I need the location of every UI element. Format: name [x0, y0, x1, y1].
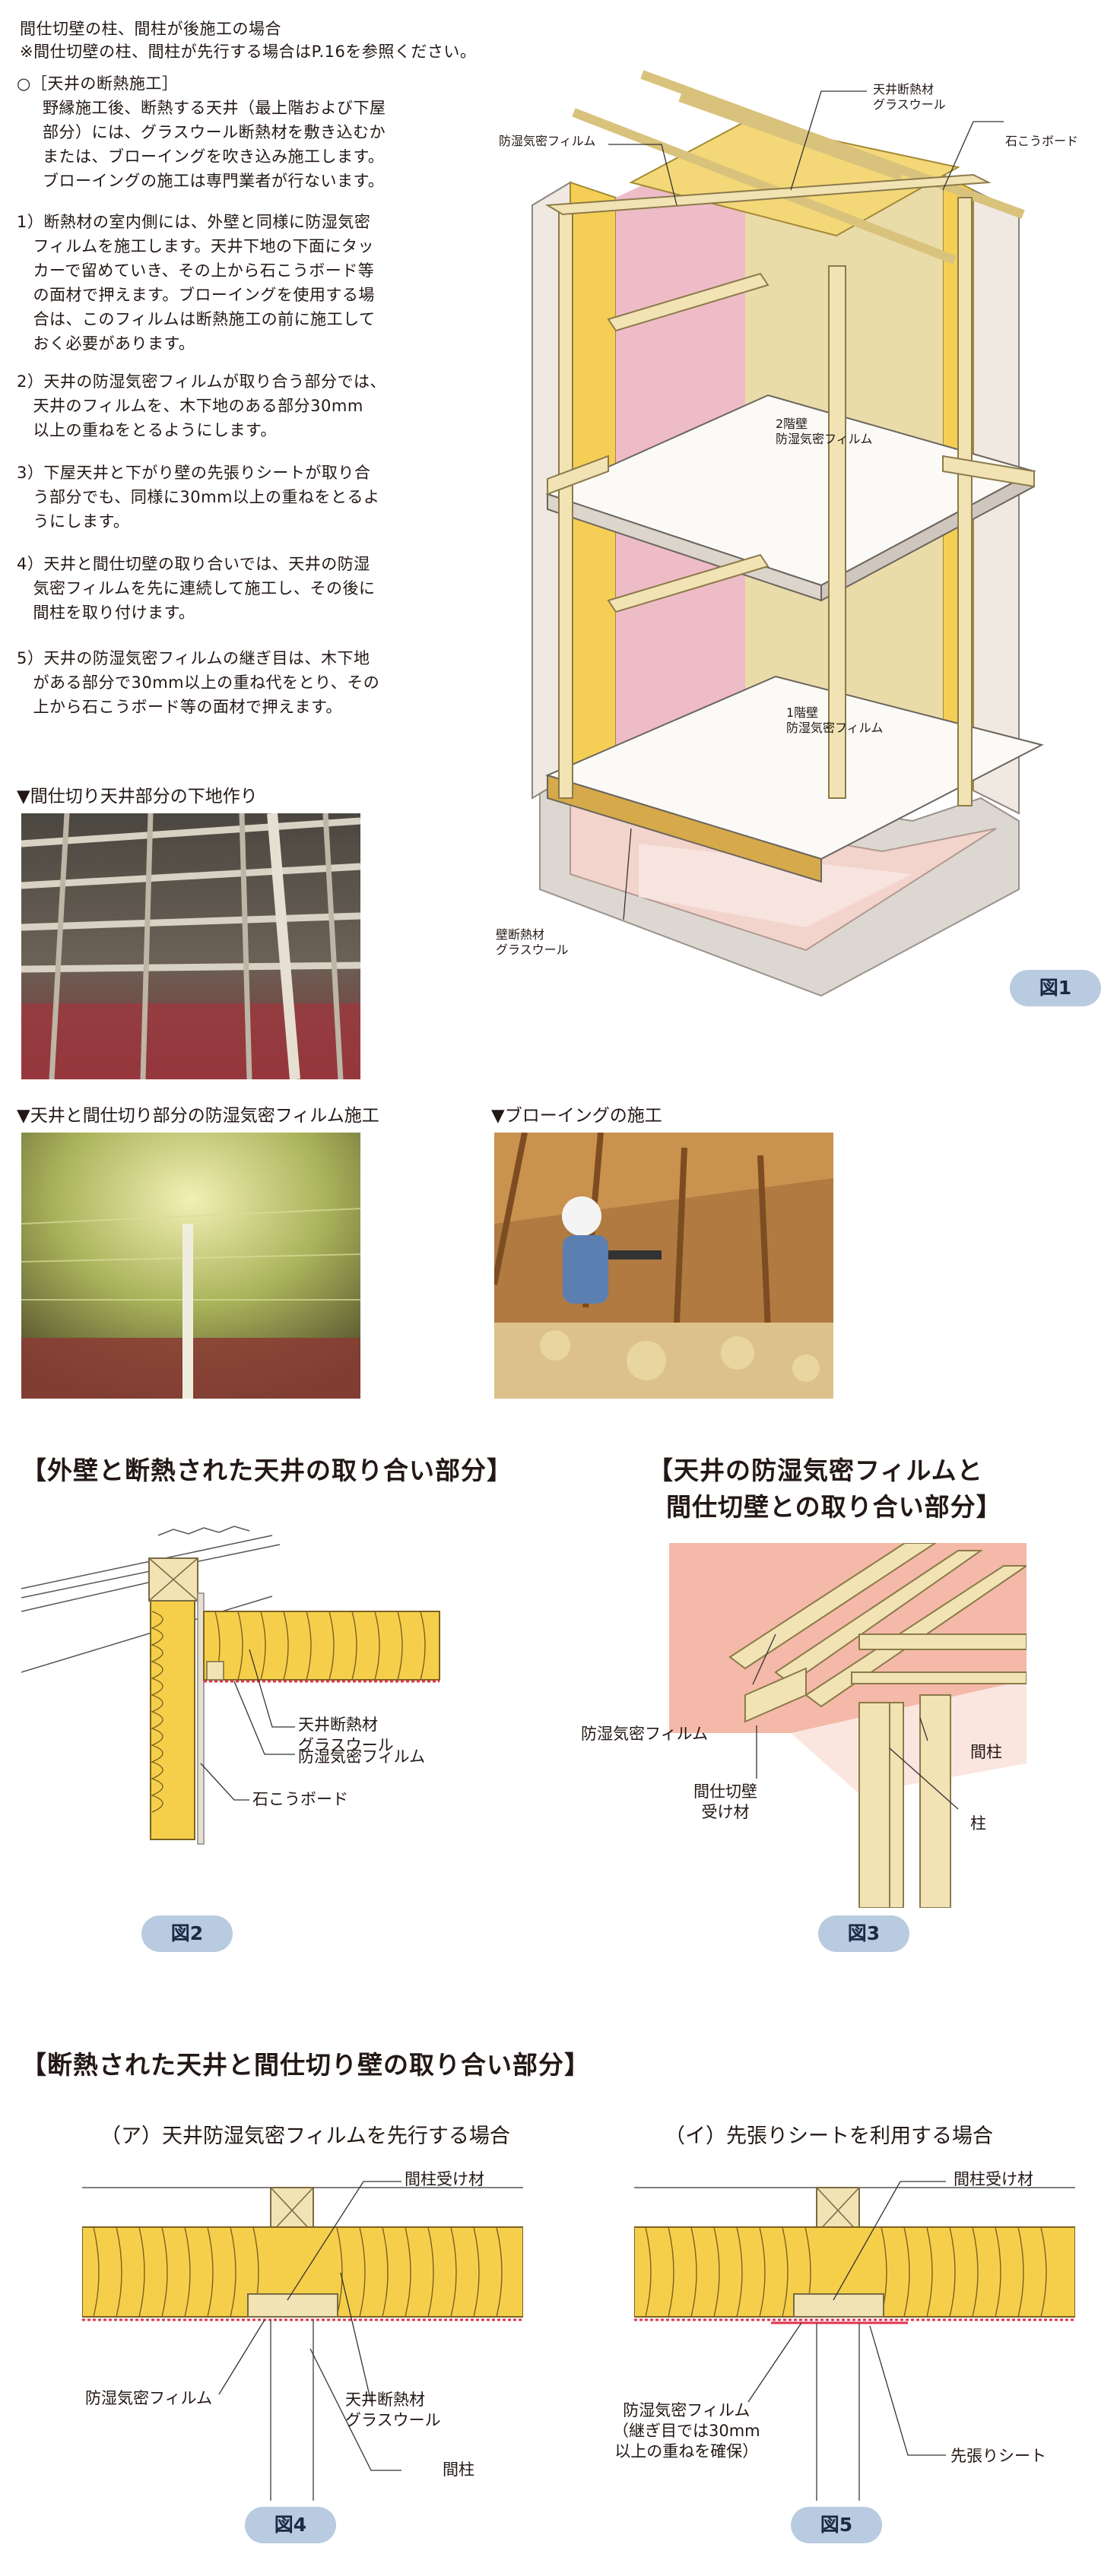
fig2-label-board: 石こうボード [252, 1790, 348, 1808]
photo-2-caption: ▼天井と間仕切り部分の防湿気密フィルム施工 [17, 1106, 379, 1126]
fig1-label-board: 石こうボード [1005, 134, 1079, 148]
fig3-title: 【天井の防湿気密フィルムと 間仕切壁との取り合い部分】 [648, 1456, 1002, 1522]
fig4-badge: 図4 [245, 2507, 336, 2543]
item-4: 4）天井と間仕切壁の取り合いでは、天井の防湿 気密フィルムを先に連続して施工し、… [17, 555, 376, 622]
bottom-title: 【断熱された天井と間仕切り壁の取り合い部分】 [21, 2050, 590, 2080]
figure-3-detail [669, 1543, 1027, 1908]
fig2-title: 【外壁と断熱された天井の取り合い部分】 [21, 1456, 512, 1485]
figure-2-detail [21, 1513, 447, 1877]
fig4-label-insulation: 天井断熱材グラスウール [345, 2391, 441, 2429]
header-line-2: ※間仕切壁の柱、間柱が先行する場合はP.16を参照ください。 [20, 43, 477, 61]
item-5: 5）天井の防湿気密フィルムの継ぎ目は、木下地 がある部分で30mm以上の重ね代を… [17, 649, 380, 716]
fig1-label-film: 防湿気密フィルム [499, 134, 596, 148]
fig5-label-sheet: 先張りシート [950, 2447, 1046, 2465]
fig5-label-receiver: 間柱受け材 [954, 2170, 1033, 2188]
section-title: ○［天井の断熱施工］ [17, 74, 179, 93]
intro-paragraph: 野縁施工後、断熱する天井（最上階および下屋 部分）には、グラスウール断熱材を敷き… [43, 99, 386, 190]
fig5-badge: 図5 [791, 2507, 882, 2543]
fig1-label-wall-insulation: 壁断熱材グラスウール [496, 927, 569, 957]
photo-blowing-work [494, 1133, 833, 1399]
fig3-label-receiver: 間仕切壁受け材 [693, 1782, 757, 1821]
fig1-label-ceiling-insulation: 天井断熱材グラスウール [873, 82, 946, 112]
fig1-label-wall1: 1階壁防湿気密フィルム [786, 705, 884, 735]
item-2: 2）天井の防湿気密フィルムが取り合う部分では、 天井のフィルムを、木下地のある部… [17, 372, 387, 439]
item-1: 1）断熱材の室内側には、外壁と同様に防湿気密 フィルムを施工します。天井下地の下… [17, 213, 376, 353]
photo-3-caption: ▼ブローイングの施工 [491, 1106, 662, 1126]
photo-ceiling-framing [21, 813, 360, 1079]
fig3-label-post: 柱 [970, 1814, 986, 1833]
photo-1-caption: ▼間仕切り天井部分の下地作り [17, 787, 258, 806]
fig3-label-stud: 間柱 [970, 1743, 1002, 1761]
fig4-label-stud: 間柱 [443, 2460, 474, 2479]
item-3: 3）下屋天井と下がり壁の先張りシートが取り合 う部分でも、同様に30mm以上の重… [17, 464, 380, 531]
fig1-label-wall2: 2階壁防湿気密フィルム [776, 417, 873, 446]
header-line-1: 間仕切壁の柱、間柱が後施工の場合 [20, 20, 281, 38]
fig2-label-insulation: 天井断熱材グラスウール [298, 1716, 394, 1754]
figure-5-detail [634, 2151, 1075, 2501]
fig3-badge: 図3 [818, 1915, 909, 1952]
fig4-label-receiver: 間柱受け材 [405, 2170, 484, 2188]
figure-1-house-cutaway [487, 68, 1087, 1019]
fig4-subtitle: （ア）天井防湿気密フィルムを先行する場合 [100, 2124, 510, 2148]
photo-film-installation [21, 1133, 360, 1399]
fig5-subtitle: （イ）先張りシートを利用する場合 [665, 2124, 993, 2148]
fig2-label-film: 防湿気密フィルム [298, 1747, 426, 1766]
fig3-label-film: 防湿気密フィルム [581, 1725, 709, 1743]
fig5-label-film: 防湿気密フィルム （継ぎ目では30mm 以上の重ねを確保） [613, 2401, 760, 2460]
fig2-badge: 図2 [141, 1915, 233, 1952]
figure-4-detail [82, 2151, 523, 2501]
fig4-label-film: 防湿気密フィルム [85, 2389, 213, 2407]
fig1-badge: 図1 [1010, 970, 1101, 1006]
